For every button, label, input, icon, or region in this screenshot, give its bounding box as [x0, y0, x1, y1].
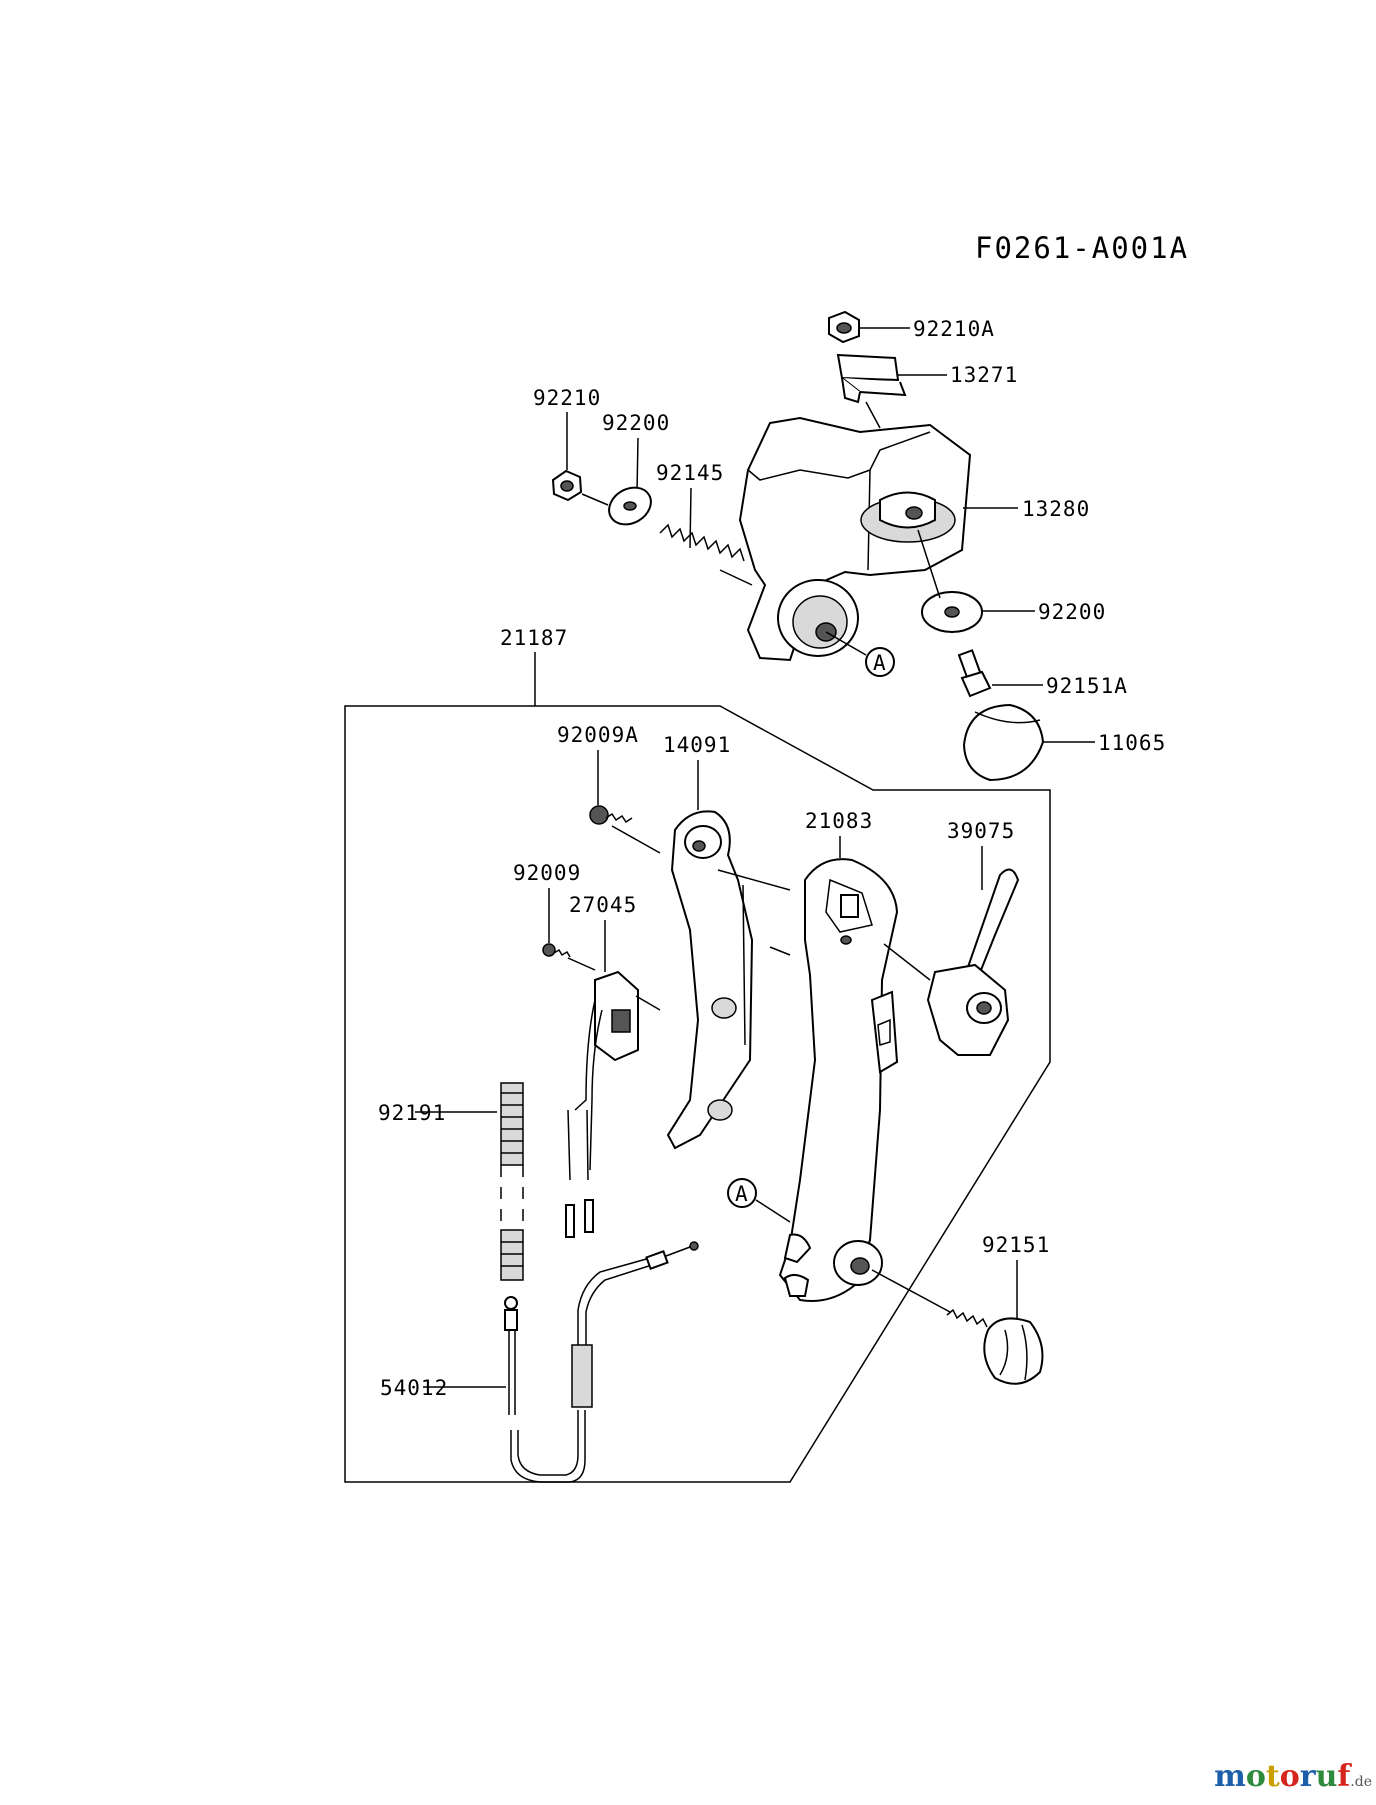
wm-suffix: .de [1350, 1774, 1372, 1790]
washer-92200-right-drawing [921, 591, 983, 633]
label-92200-right: 92200 [1038, 600, 1106, 624]
label-14091: 14091 [663, 733, 731, 757]
diagram-code: F0261-A001A [975, 231, 1189, 265]
label-92009a: 92009A [557, 723, 639, 747]
label-92151a: 92151A [1046, 674, 1128, 698]
label-92145: 92145 [656, 461, 724, 485]
spring-92145-drawing [659, 523, 745, 562]
label-92210: 92210 [533, 386, 601, 410]
label-13280: 13280 [1022, 497, 1090, 521]
cable-54012-drawing [504, 1241, 699, 1483]
label-92009: 92009 [513, 861, 581, 885]
label-92200-left: 92200 [602, 411, 670, 435]
nut-92210-drawing [551, 469, 583, 502]
label-21083: 21083 [805, 809, 873, 833]
clip-13271-drawing [836, 353, 907, 404]
screw-92009-drawing [542, 943, 571, 958]
switch-27045-drawing [565, 970, 639, 1238]
bracket-13280-drawing [738, 416, 972, 662]
nut-92210a-drawing [828, 310, 860, 344]
watermark-motoruf: motoruf.de [1214, 1759, 1372, 1794]
label-21187: 21187 [500, 626, 568, 650]
wm-letter-6: u [1315, 1759, 1338, 1794]
label-11065: 11065 [1098, 731, 1166, 755]
washer-92200-left-drawing [608, 486, 652, 526]
wm-letter-4: o [1279, 1759, 1300, 1794]
lever-39075-drawing [926, 868, 1020, 1056]
bolt-92151a-drawing [957, 649, 992, 698]
label-39075: 39075 [947, 819, 1015, 843]
label-13271: 13271 [950, 363, 1018, 387]
label-92151: 92151 [982, 1233, 1050, 1257]
wm-letter-2: o [1245, 1759, 1266, 1794]
wm-letter-7: f [1337, 1759, 1351, 1794]
label-27045: 27045 [569, 893, 637, 917]
group-21187-outline [344, 705, 1051, 1483]
wm-letter-3: t [1265, 1759, 1280, 1794]
ref-marker-a-lower: A [735, 1182, 749, 1206]
handle-21083-drawing [778, 858, 899, 1302]
plate-14091-drawing [666, 810, 754, 1150]
ref-marker-a-upper: A [873, 651, 887, 675]
stud-92191-drawing [500, 1082, 524, 1281]
label-92191: 92191 [378, 1101, 446, 1125]
label-92210a: 92210A [913, 317, 995, 341]
label-54012: 54012 [380, 1376, 448, 1400]
wm-letter-1: m [1214, 1759, 1246, 1794]
screw-92009a-drawing [589, 805, 633, 825]
wm-letter-5: r [1299, 1759, 1316, 1794]
cap-11065-drawing [962, 703, 1045, 782]
knob-92151-drawing [946, 1308, 1044, 1385]
